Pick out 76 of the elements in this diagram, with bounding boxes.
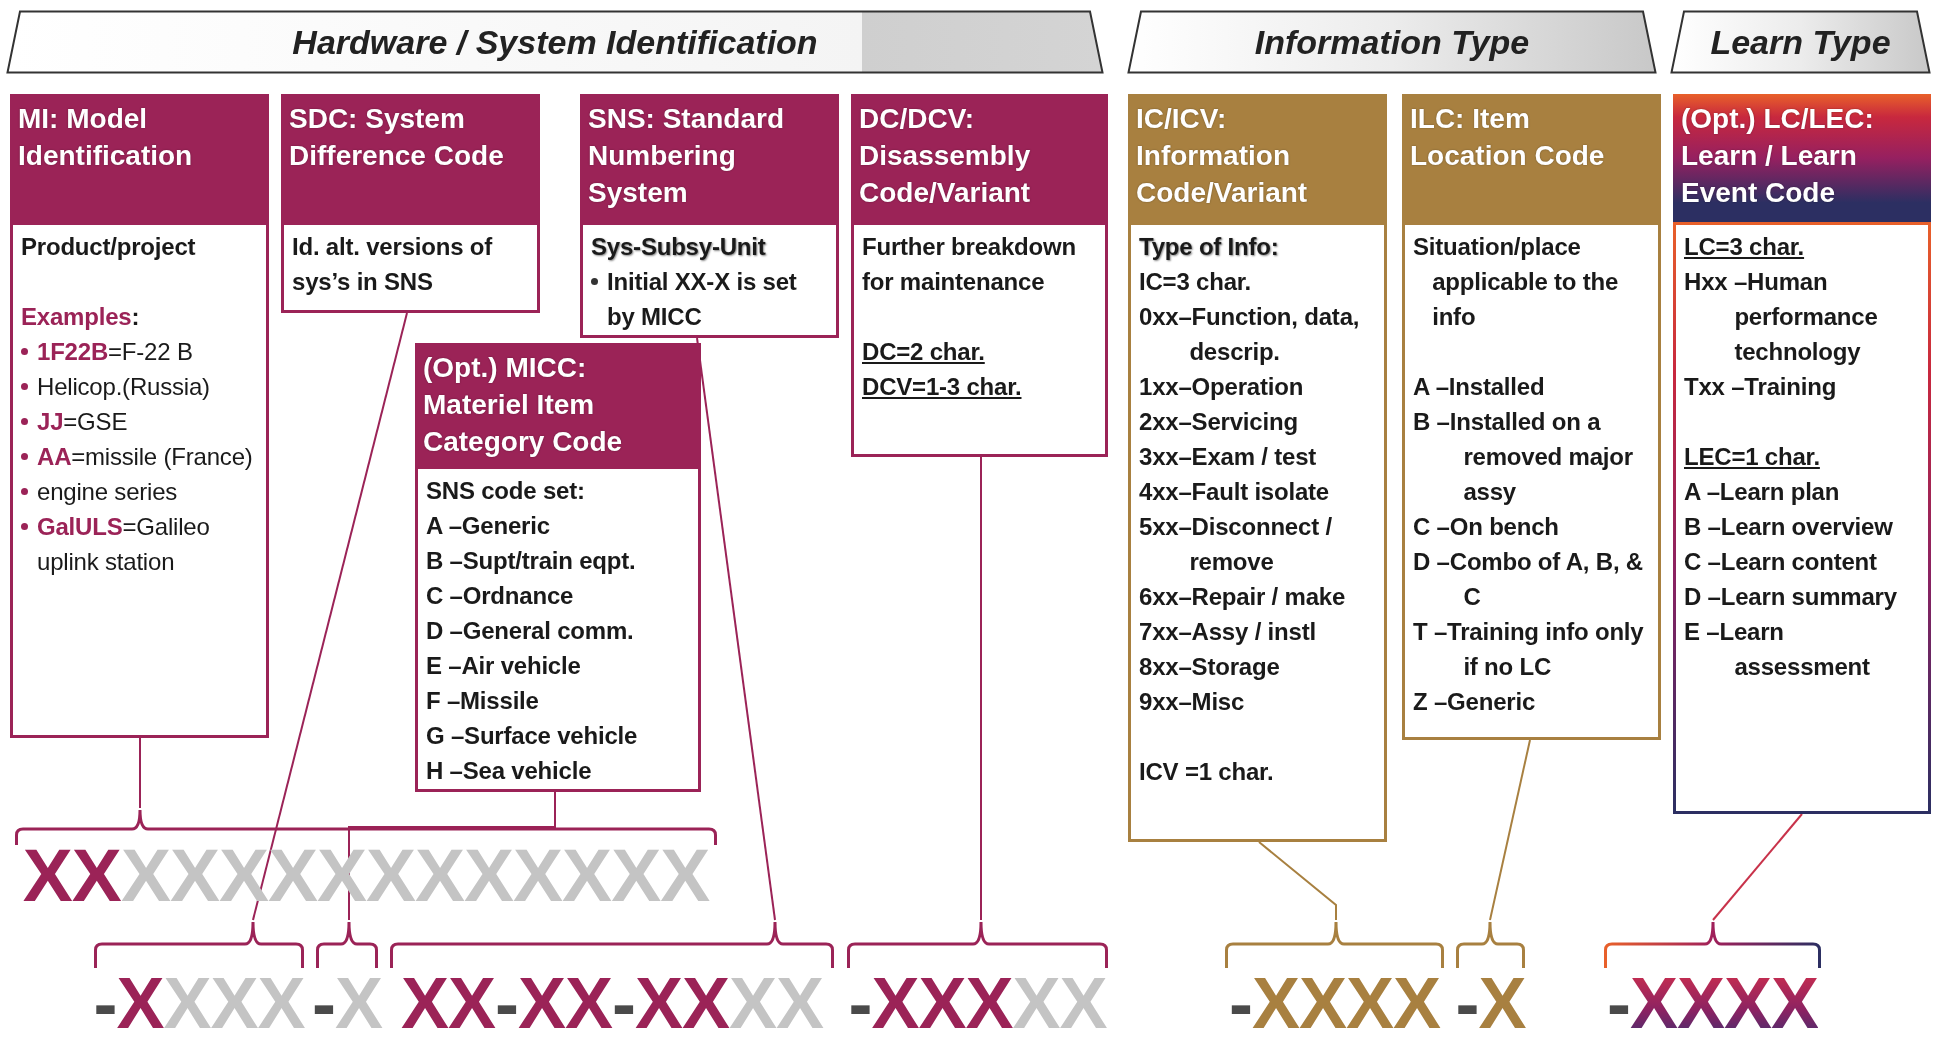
list-item-text: AA=missile (France) [37,443,253,470]
body-text: IC=3 char. [1139,267,1253,297]
list-item-text: Initial XX-X is set by MICC [607,268,797,330]
list-item-text: GalULS=Galileo uplink station [37,513,210,575]
body-text: G –Surface vehicle [426,721,639,751]
body-text: D –Combo of A, B, & C [1413,547,1644,612]
body-text: 0xx–Function, data, descrip. [1139,302,1361,367]
body-text: DC=2 char. [862,337,986,367]
body-text: D –Learn summary [1684,582,1898,612]
body-text: SNS code set: [426,476,586,506]
body-text: 6xx–Repair / make [1139,582,1347,612]
body-text: 1xx–Operation [1139,372,1305,402]
section-banner: Hardware / System Identification [6,10,1104,74]
body-text: 4xx–Fault isolate [1139,477,1331,507]
body-text: 7xx–Assy / instl [1139,617,1317,647]
leader-line [252,312,408,921]
list-item-text: Helicop.(Russia) [37,373,210,400]
body-text: F –Missile [426,686,540,716]
body-text: T –Training info only if no LC [1413,617,1645,682]
code-string: XX-XX-XXXX [400,968,824,1038]
body-text: 8xx–Storage [1139,652,1281,682]
body-text: B –Learn overview [1684,512,1894,542]
list-item-text: engine series [37,478,178,505]
body-text: Product/project [21,232,197,262]
body-text: 3xx–Exam / test [1139,442,1318,472]
body-text: Id. alt. versions of sys’s in SNS [292,232,494,297]
card-heading: (Opt.) LC/LEC: Learn / Learn Event Code [1673,94,1931,222]
body-text: Sys-Subsy-Unit [591,232,767,262]
leader-line [1489,739,1531,921]
body-text: B –Installed on a removed major assy [1413,407,1634,507]
body-text: E –Learn assessment [1684,617,1871,682]
body-text: 5xx–Disconnect / remove [1139,512,1333,577]
body-text: A –Learn plan [1684,477,1841,507]
body-text: D –General comm. [426,616,635,646]
body-text: A –Installed [1413,372,1546,402]
code-string: -XXXX [93,968,305,1038]
body-text: Type of Info: [1139,232,1280,262]
code-string: -X [1455,968,1526,1038]
body-text: H –Sea vehicle [426,756,593,786]
body-text: E –Air vehicle [426,651,582,681]
card-heading: ILC: Item Location Code [1402,94,1661,222]
card-heading: IC/ICV: Information Code/Variant [1128,94,1387,222]
card-heading: (Opt.) MICC: Materiel Item Category Code [415,343,701,466]
card-heading: SNS: Standard Numbering System [580,94,839,222]
code-string: -X [312,968,382,1038]
section-banner: Information Type [1127,10,1657,74]
leader-line [1712,813,1803,921]
body-text: Examples: [21,302,141,332]
body-text: Situation/place applicable to the info [1413,232,1620,332]
body-text: Further breakdown for maintenance [862,232,1077,297]
body-text: ICV =1 char. [1139,757,1275,787]
card-heading: MI: Model Identification [10,94,269,222]
code-string: -XXXXX [848,968,1107,1038]
body-text: B –Supt/train eqpt. [426,546,637,576]
body-text: A –Generic [426,511,551,541]
list-item-text: 1F22B=F-22 B [37,338,193,365]
list-item-text: JJ=GSE [37,408,128,435]
body-text: Hxx –Human performance technology [1684,267,1879,367]
leader-line [139,737,141,809]
body-text: Z –Generic [1413,687,1537,717]
body-text: 2xx–Servicing [1139,407,1299,437]
body-text: DCV=1-3 char. [862,372,1023,402]
body-text: C –On bench [1413,512,1560,542]
card-heading: DC/DCV: Disassembly Code/Variant [851,94,1108,222]
leader-line [1258,841,1337,921]
body-text: LEC=1 char. [1684,442,1821,472]
body-text: C –Ordnance [426,581,575,611]
card-heading: SDC: System Difference Code [281,94,540,222]
body-text: C –Learn content [1684,547,1878,577]
body-text: LC=3 char. [1684,232,1806,262]
leader-line [980,456,982,921]
leader-line [696,337,776,921]
body-text: Txx –Training [1684,372,1838,402]
section-banner: Learn Type [1670,10,1931,74]
code-string: -XXXX [1228,968,1441,1038]
body-text: 9xx–Misc [1139,687,1246,717]
